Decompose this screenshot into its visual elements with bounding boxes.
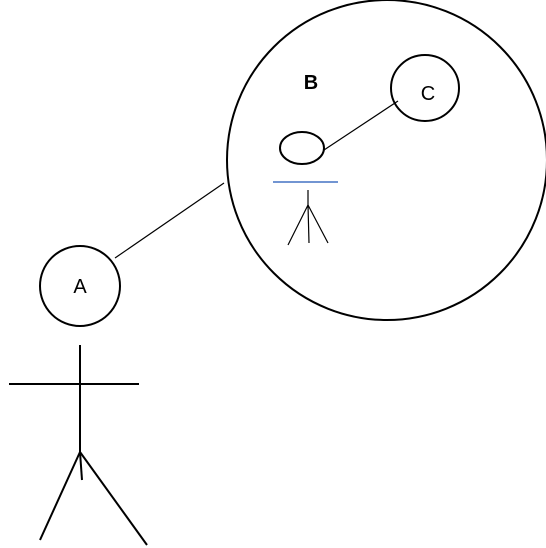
label-b: B bbox=[304, 72, 318, 94]
figure-leg-left bbox=[40, 452, 80, 540]
connector-a-to-b bbox=[115, 183, 224, 258]
small-figure-leg-right bbox=[308, 205, 328, 243]
figure-leg-mid bbox=[80, 452, 82, 480]
small-figure-head bbox=[280, 132, 324, 164]
small-figure-leg-mid bbox=[308, 205, 309, 243]
circle-b bbox=[227, 0, 546, 320]
label-c: C bbox=[421, 83, 435, 105]
small-figure-leg-left bbox=[288, 205, 308, 245]
label-a: A bbox=[73, 276, 87, 298]
connector-head-to-c bbox=[324, 101, 398, 150]
figure-leg-right bbox=[80, 452, 147, 545]
